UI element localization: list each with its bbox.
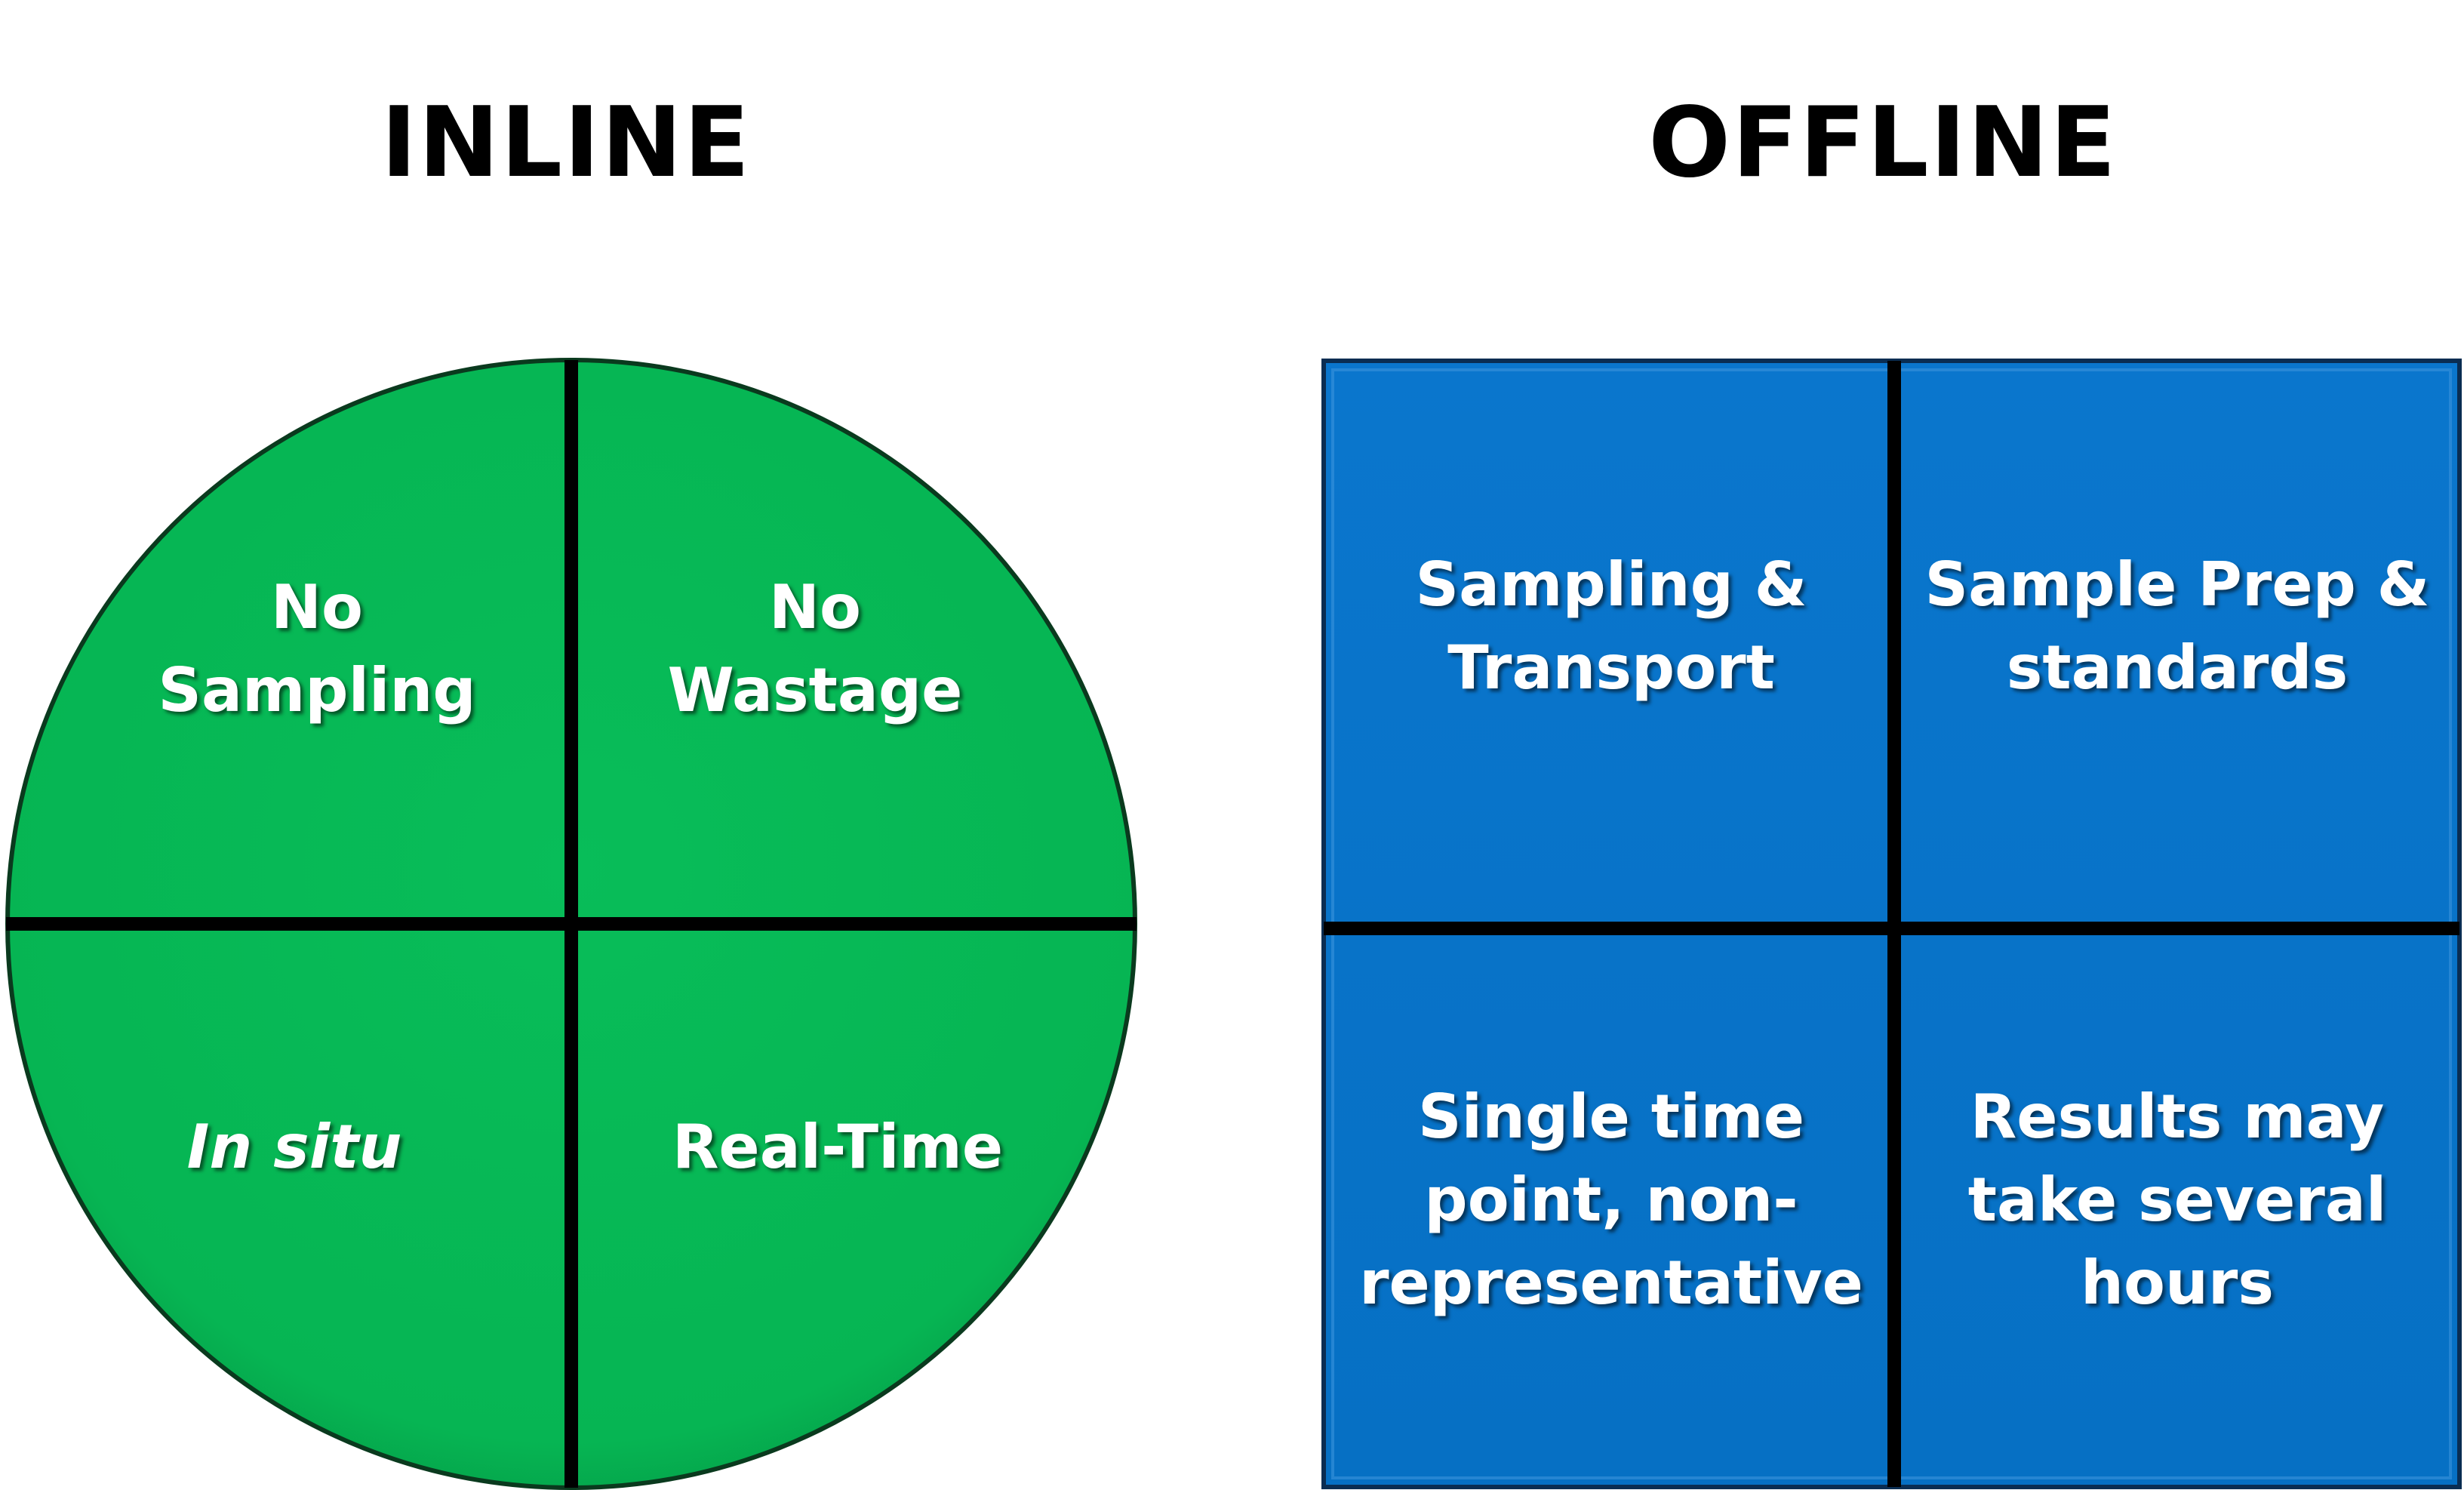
inline-circle [5, 358, 1137, 1490]
offline-cell-sample-prep: Sample Prep & standards [1924, 550, 2430, 703]
offline-cell-results-hours: Results may take several hours [1967, 1082, 2387, 1318]
inline-heading: INLINE [380, 87, 752, 199]
offline-cell-single-time-point: Single time point, non- representative [1359, 1082, 1863, 1318]
inline-cell-in-situ: In situ [186, 1112, 402, 1182]
offline-heading: OFFLINE [1648, 87, 2118, 199]
inline-cell-no-wastage: No Wastage [667, 572, 963, 725]
offline-grid [1321, 359, 2462, 1489]
inline-cell-real-time: Real-Time [672, 1112, 1004, 1182]
inline-cell-no-sampling: No Sampling [158, 572, 476, 725]
offline-cell-sampling-transport: Sampling & Transport [1415, 550, 1807, 703]
